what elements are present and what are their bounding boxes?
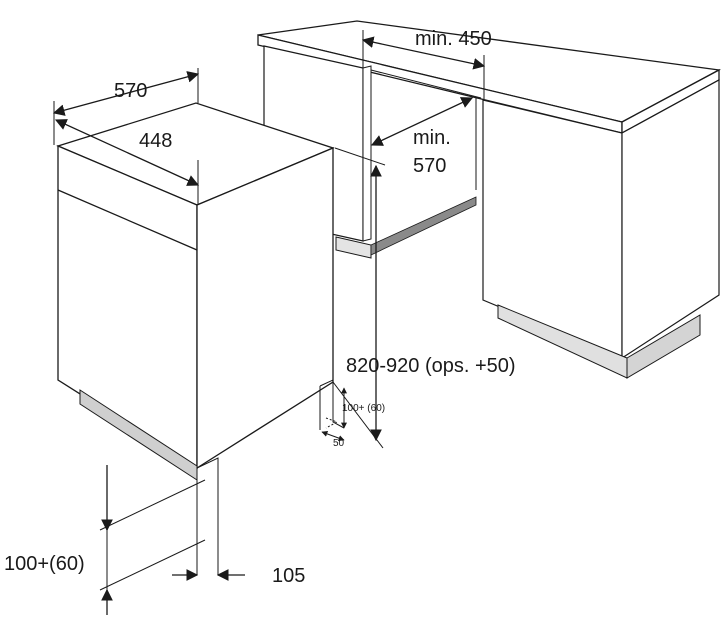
plinth-recess-label: 105 <box>272 565 305 587</box>
niche-depth-label-line2: 570 <box>413 155 446 177</box>
dim-appliance-width <box>54 119 200 205</box>
plinth-height-label: 100+(60) <box>4 553 85 575</box>
dishwasher-side <box>196 147 334 470</box>
right-cabinet-side <box>621 78 720 360</box>
kitchen-cabinet <box>257 20 721 379</box>
detail-depth-label: 50 <box>333 438 345 449</box>
niche-height-label: 820-920 (ops. +50) <box>346 355 516 377</box>
dim-niche-depth <box>334 97 474 166</box>
left-cabinet-inner-side <box>362 65 372 242</box>
appliance-depth-label: 570 <box>114 80 147 102</box>
dim-plinth-height <box>99 465 206 615</box>
right-cabinet-plinth-side <box>626 314 701 379</box>
niche-depth-label-line1: min. <box>413 127 451 149</box>
niche-width-label: min. 450 <box>415 28 492 50</box>
control-panel-line <box>57 189 198 251</box>
detail-height-label: 100+ (60) <box>342 403 385 414</box>
dim-niche-width <box>361 30 486 99</box>
plinth-detail-sketch <box>319 379 347 441</box>
dim-appliance-depth <box>52 68 200 145</box>
dishwasher <box>56 102 335 481</box>
dim-plinth-recess <box>172 457 245 581</box>
appliance-width-label: 448 <box>139 130 172 152</box>
niche-floor-shadow <box>370 196 477 256</box>
niche-back-edge <box>370 69 482 99</box>
